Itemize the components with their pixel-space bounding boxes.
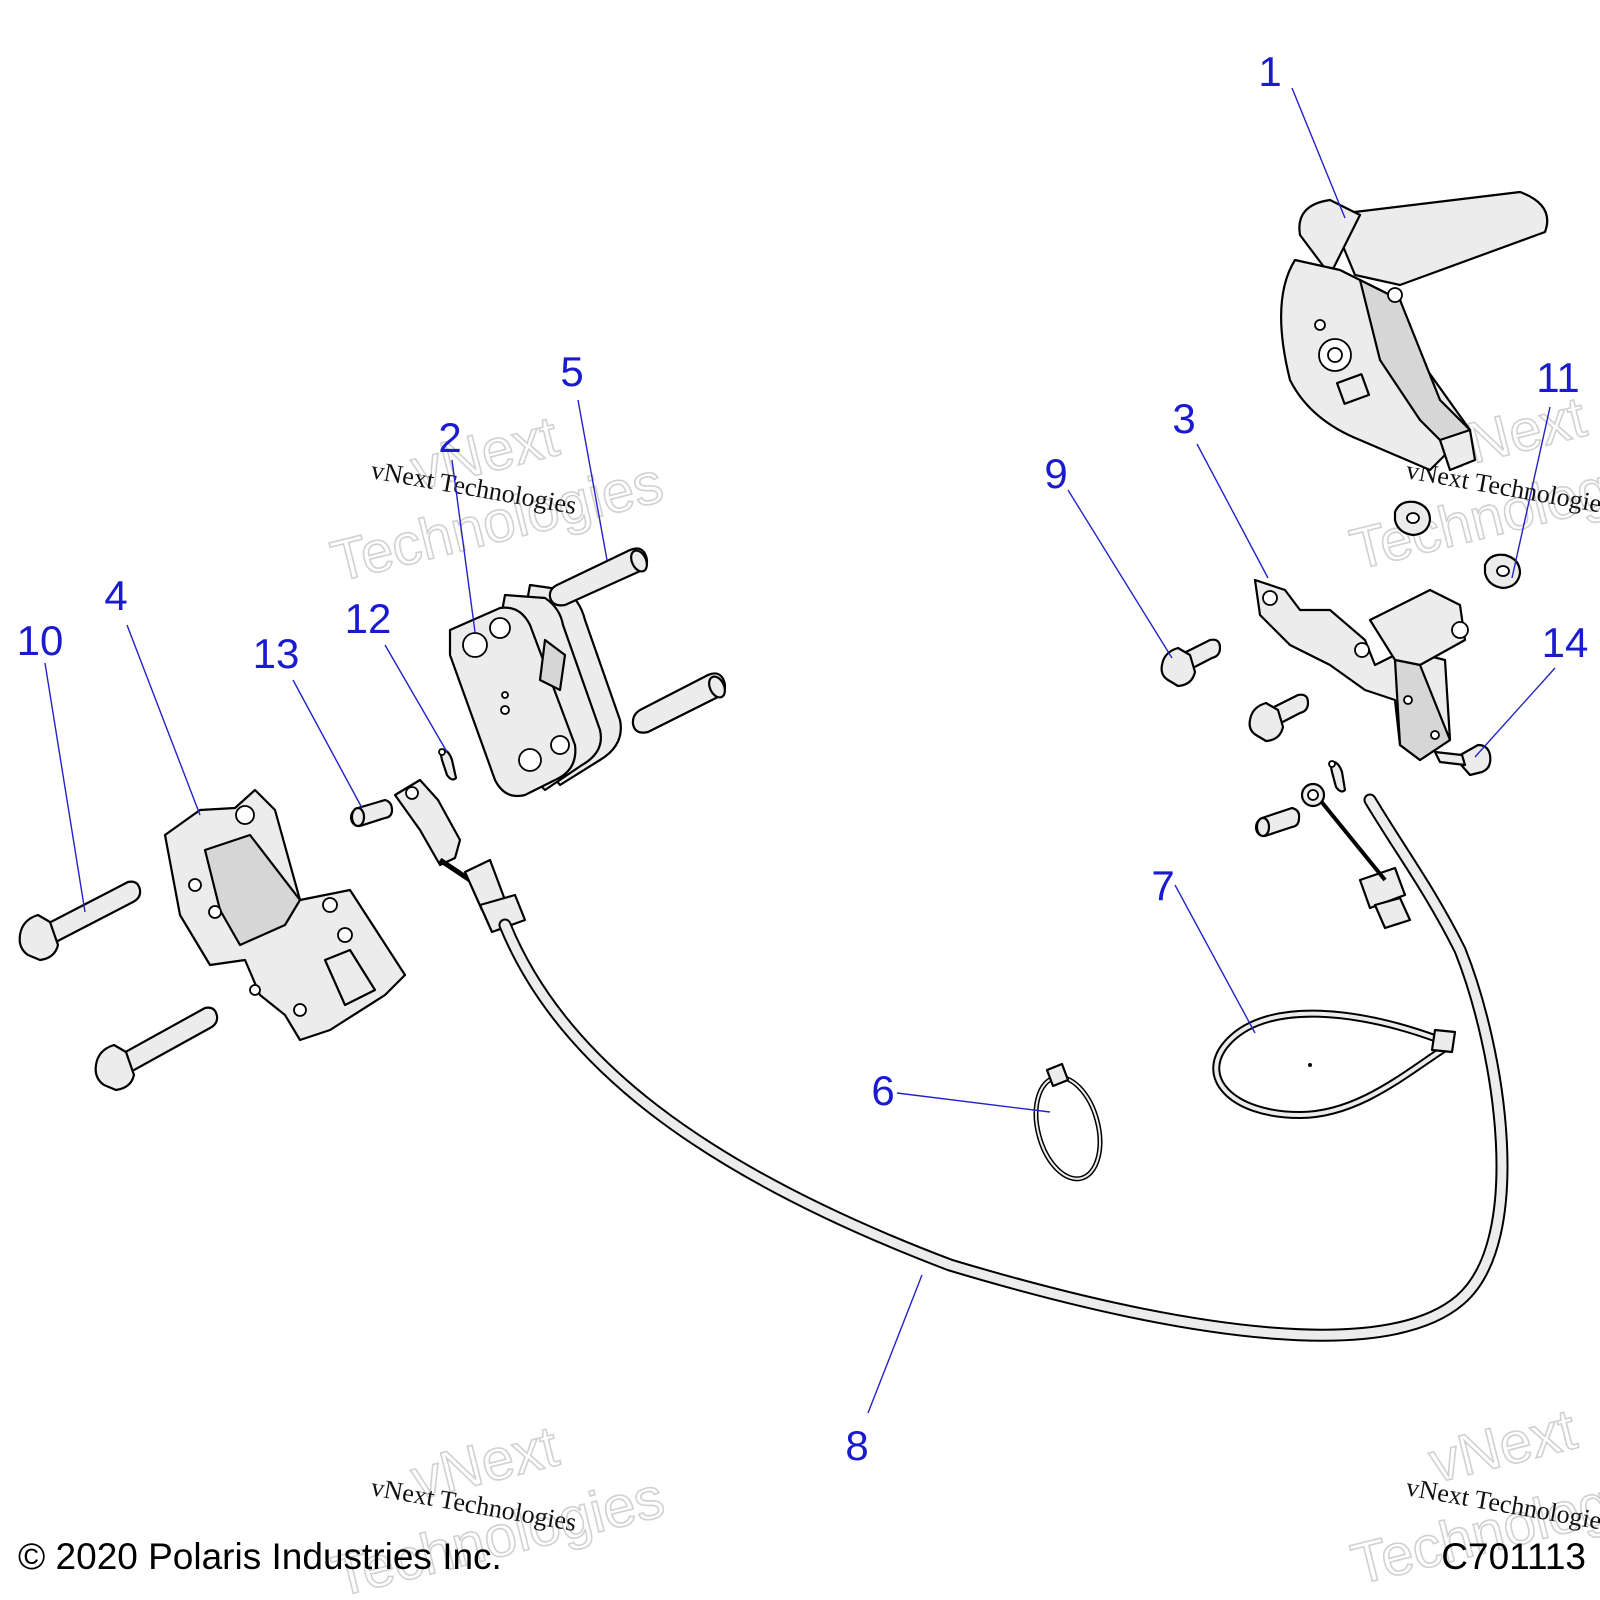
nut-part-lower: [1483, 553, 1522, 590]
callout-7: 7: [1151, 862, 1174, 909]
callout-5: 5: [560, 348, 583, 395]
brake-handle-part: [1280, 190, 1549, 472]
bolt-part-lower: [94, 1006, 219, 1092]
leader-1: [1291, 87, 1346, 219]
screw-part: [1433, 743, 1492, 777]
callout-9: 9: [1044, 450, 1067, 497]
leader-lines: [44, 87, 1556, 1414]
cotter-clip-part-left: [438, 748, 458, 781]
large-cable-tie-part: [1212, 1009, 1457, 1120]
leader-14: [1474, 667, 1556, 758]
bolt-part-upper: [18, 880, 142, 962]
pin-part-upper: [548, 547, 649, 607]
leader-13: [292, 679, 363, 809]
leader-5: [577, 399, 608, 561]
callout-11: 11: [1536, 354, 1580, 401]
leader-9: [1067, 489, 1173, 659]
nut-part-upper: [1393, 500, 1432, 537]
short-bolt-part-upper: [1160, 638, 1222, 688]
cotter-clip-part-right: [1328, 760, 1347, 793]
callout-6: 6: [871, 1067, 894, 1114]
leader-7: [1174, 884, 1256, 1034]
leader-12: [384, 644, 448, 753]
callout-labels: 1 2 3 4 5 6 7 8 9 10 11 12 13 14: [17, 48, 1589, 1469]
leader-3: [1196, 443, 1269, 579]
callout-13: 13: [253, 630, 300, 677]
callout-8: 8: [845, 1422, 868, 1469]
mounting-bracket-part: [163, 788, 407, 1042]
clevis-pin-part-left: [349, 798, 394, 828]
callout-1: 1: [1258, 48, 1281, 95]
caliper-part: [448, 583, 622, 798]
leader-6: [896, 1092, 1051, 1113]
clevis-pin-part-right: [1254, 806, 1301, 838]
callout-12: 12: [345, 595, 392, 642]
leader-4: [126, 624, 201, 816]
leader-8: [867, 1274, 923, 1414]
leader-2: [451, 459, 476, 633]
brake-cable-part: [393, 778, 1509, 1342]
leader-11: [1511, 406, 1551, 579]
figure-id: C701113: [1441, 1536, 1586, 1577]
callout-4: 4: [104, 572, 127, 619]
pin-part-lower: [631, 672, 727, 734]
callout-14: 14: [1542, 619, 1589, 666]
leader-10: [44, 662, 86, 913]
small-cable-tie-part: [1033, 1062, 1103, 1182]
short-bolt-part-lower: [1248, 693, 1310, 743]
callout-3: 3: [1172, 395, 1195, 442]
callout-2: 2: [438, 414, 461, 461]
lever-bracket-part: [1253, 578, 1469, 762]
copyright-text: © 2020 Polaris Industries Inc.: [18, 1536, 502, 1577]
callout-10: 10: [17, 617, 64, 664]
